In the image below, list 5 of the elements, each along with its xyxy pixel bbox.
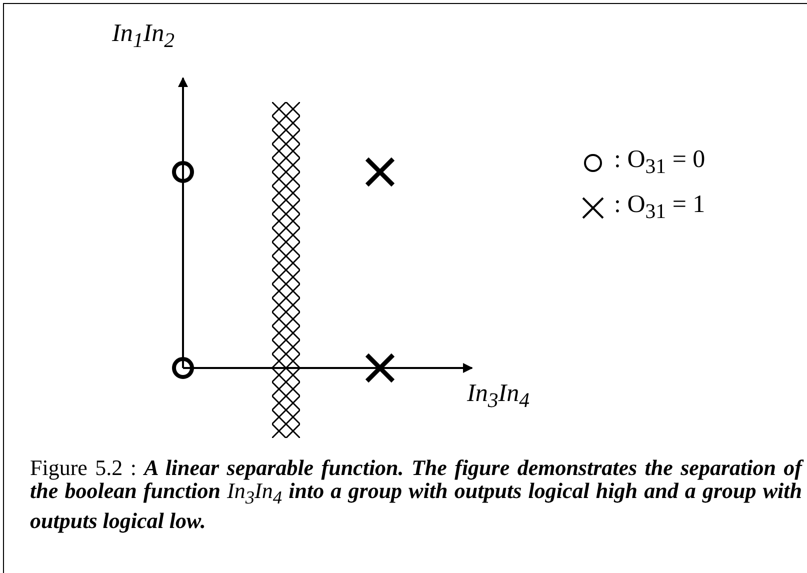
axis-label: In$_{1}$In$_{2}$ <box>112 20 174 53</box>
figure-caption: Figure 5.2 : A linear separable function. The figure demonstrates the separation of the boolean function In$_{3}$In$_{4}$ into a group with outputs logical high and a group with outputs logical low. <box>30 456 802 532</box>
legend-text: : O$_{31}$ = 1 <box>614 191 706 224</box>
legend-text: : O$_{31}$ = 0 <box>614 146 706 179</box>
axis-label: In$_{3}$In$_{4}$ <box>467 380 530 413</box>
